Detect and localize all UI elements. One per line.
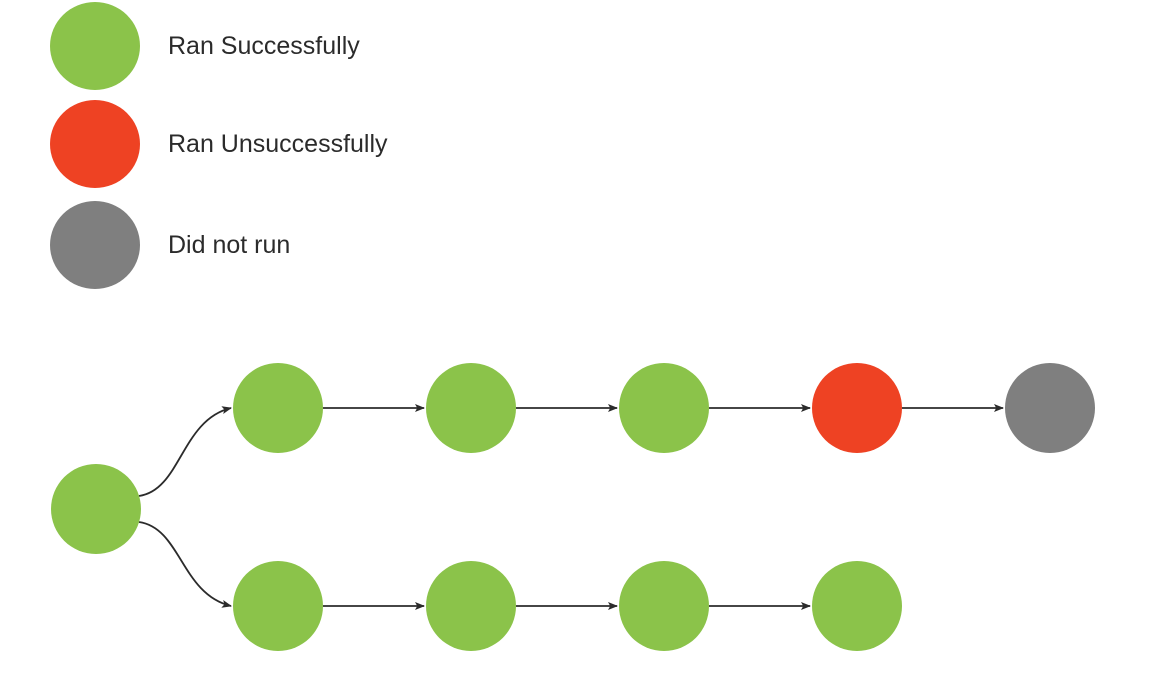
legend-label-not-run: Did not run [168, 230, 291, 259]
edge-root-bottom-1 [138, 521, 232, 608]
legend-label-failure: Ran Unsuccessfully [168, 129, 388, 158]
edge-root-top-1 [138, 406, 232, 497]
node-bottom-1 [233, 561, 323, 651]
node-top-5 [1005, 363, 1095, 453]
legend-item-failure: Ran Unsuccessfully [50, 99, 388, 189]
legend-item-not-run: Did not run [50, 200, 290, 290]
node-bottom-2 [426, 561, 516, 651]
success-swatch-icon [50, 2, 140, 90]
node-top-4 [812, 363, 902, 453]
legend-item-success: Ran Successfully [50, 1, 360, 91]
node-root [51, 464, 141, 554]
legend-label-success: Ran Successfully [168, 31, 360, 60]
node-bottom-4 [812, 561, 902, 651]
edges-layer [138, 404, 1004, 610]
node-bottom-3 [619, 561, 709, 651]
node-top-2 [426, 363, 516, 453]
failure-swatch-icon [50, 100, 140, 188]
nodes-layer [51, 363, 1095, 651]
node-top-3 [619, 363, 709, 453]
node-top-1 [233, 363, 323, 453]
not-run-swatch-icon [50, 201, 140, 289]
